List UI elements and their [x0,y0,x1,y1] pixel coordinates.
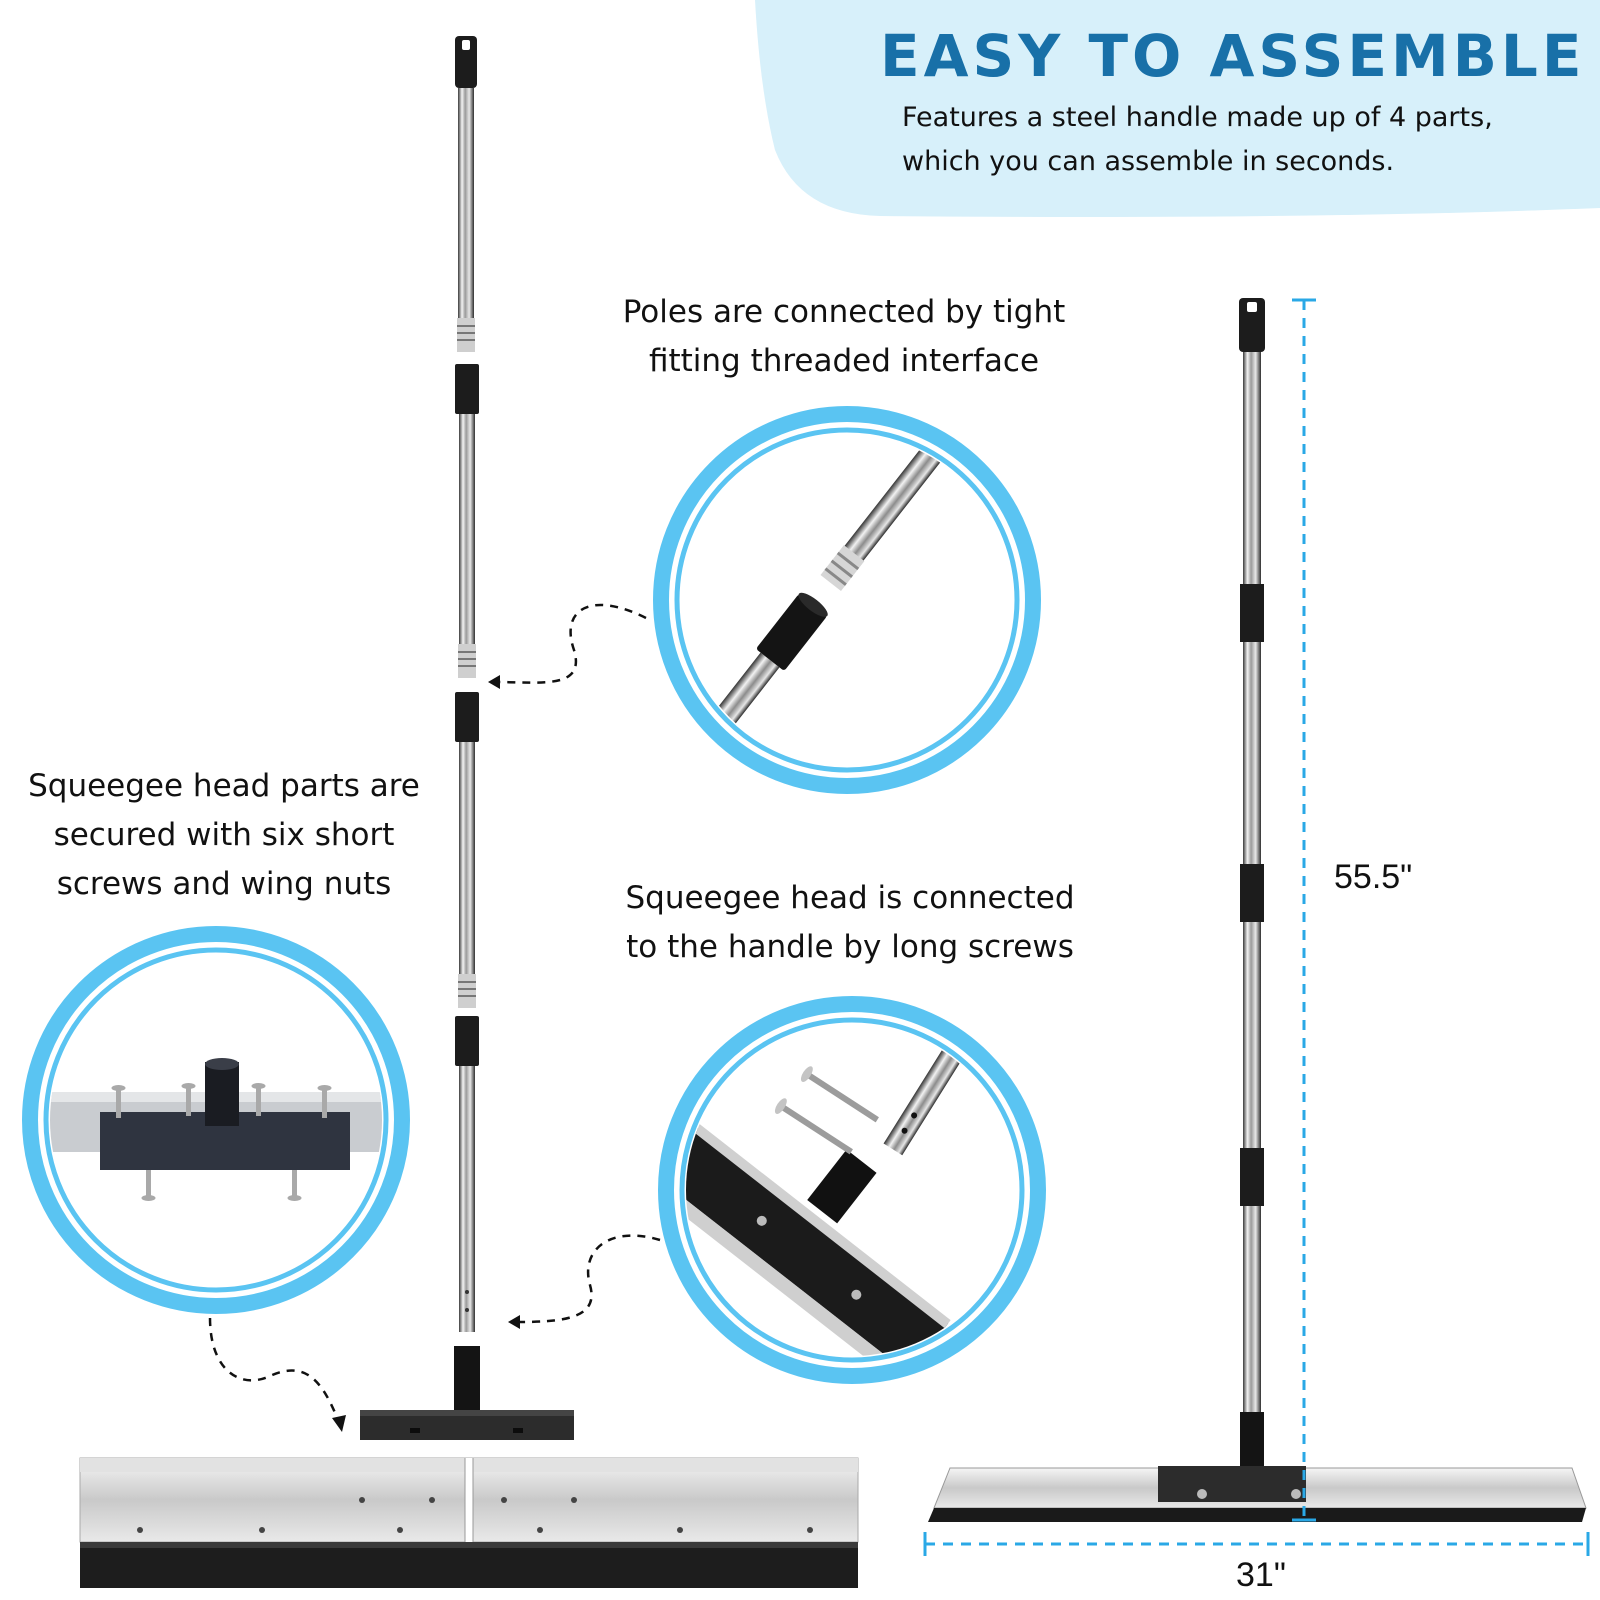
arrow-heads [332,675,520,1432]
banner-title: EASY TO ASSEMBLE [880,22,1586,90]
head-parts-caption-line-2: secured with six short [53,817,395,853]
head-connection-caption-line-2: to the handle by long screws [626,929,1074,965]
dimension-lines [923,298,1590,1556]
poles-caption-line-2: fitting threaded interface [648,343,1040,379]
banner-subtitle: Features a steel handle made up of 4 par… [902,96,1493,184]
height-dimension-label: 55.5" [1334,858,1413,896]
head-parts-detail-circle [22,926,410,1314]
assembled-squeegee [928,298,1587,1522]
head-parts-caption-line-1: Squeegee head parts are [28,768,420,804]
banner-subtitle-line-2: which you can assemble in seconds. [902,146,1395,177]
head-connection-detail-circle [658,996,1046,1384]
exploded-handle [360,36,574,1440]
head-parts-caption: Squeegee head parts are secured with six… [14,762,434,909]
head-connection-caption: Squeegee head is connected to the handle… [610,874,1090,972]
poles-caption: Poles are connected by tight fitting thr… [604,288,1084,386]
banner-background [755,0,1600,217]
poles-caption-line-1: Poles are connected by tight [622,294,1066,330]
head-parts-caption-line-3: screws and wing nuts [56,866,392,902]
head-connection-caption-line-1: Squeegee head is connected [625,880,1075,916]
poles-detail-circle [653,406,1041,794]
squeegee-head-parts [79,1457,859,1588]
banner-subtitle-line-1: Features a steel handle made up of 4 par… [902,102,1493,133]
width-dimension-label: 31" [1236,1556,1286,1594]
dashed-arrows [208,603,661,1421]
